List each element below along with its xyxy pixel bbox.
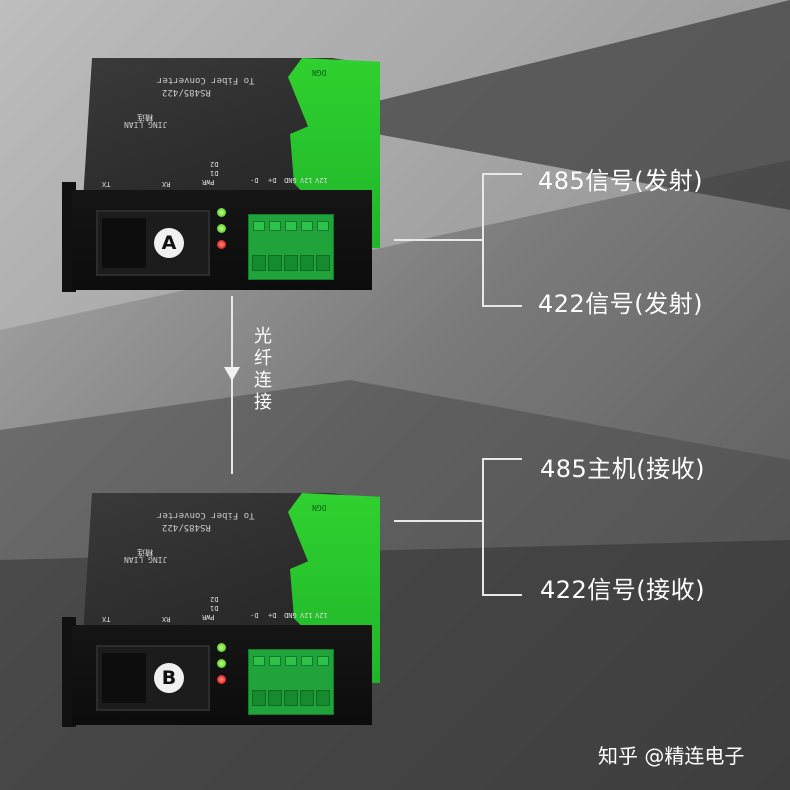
fiber-connection-label: 光 纤 连 接 bbox=[254, 326, 272, 413]
device-badge-b: B bbox=[154, 663, 184, 693]
terminal-label-4: 12V bbox=[300, 176, 313, 184]
d2-label: D2 bbox=[210, 595, 219, 603]
terminal-label-3: GND bbox=[284, 611, 297, 619]
brand-name-cn: 精连 bbox=[137, 548, 153, 557]
device-badge-a: A bbox=[154, 228, 184, 258]
callout-485-host-receive: 485主机(接收) bbox=[540, 455, 706, 483]
device-title: To Fiber Converter bbox=[157, 75, 255, 85]
bracket-bottom-stem bbox=[394, 520, 484, 522]
callout-422-transmit: 422信号(发射) bbox=[538, 290, 704, 318]
terminal-block bbox=[248, 214, 334, 280]
bracket-top-stem bbox=[394, 239, 484, 241]
d1-label: D1 bbox=[210, 604, 219, 612]
tx-label: TX bbox=[102, 180, 111, 188]
terminal-label-4: 12V bbox=[300, 611, 313, 619]
led-d1-icon bbox=[217, 659, 226, 668]
terminal-label-2: D+ bbox=[268, 611, 277, 619]
device-model: RS485/422 bbox=[162, 522, 211, 532]
terminal-label-1: D- bbox=[250, 176, 259, 184]
brand-name-cn: 精连 bbox=[137, 113, 153, 122]
led-pwr-icon bbox=[217, 208, 226, 217]
terminal-label-3: GND bbox=[284, 176, 297, 184]
bracket-bottom-upper-arm bbox=[482, 458, 522, 460]
led-d1-icon bbox=[217, 224, 226, 233]
pwr-label: PWR bbox=[202, 178, 215, 186]
led-d2-icon bbox=[217, 675, 226, 684]
rx-label: RX bbox=[162, 180, 171, 188]
d2-label: D2 bbox=[210, 160, 219, 168]
terminal-label-5: 12V bbox=[315, 611, 328, 619]
device-dgn-label: DGN bbox=[312, 68, 327, 77]
fiber-port-socket bbox=[102, 218, 146, 268]
led-pwr-icon bbox=[217, 643, 226, 652]
tx-label: TX bbox=[102, 615, 111, 623]
fiber-port bbox=[96, 645, 210, 711]
pwr-label: PWR bbox=[202, 613, 215, 621]
bracket-bottom-lower-arm bbox=[482, 594, 522, 596]
device-title: To Fiber Converter bbox=[157, 510, 255, 520]
bracket-top-lower-arm bbox=[482, 305, 522, 307]
terminal-block bbox=[248, 649, 334, 715]
arrow-down-icon bbox=[224, 367, 240, 381]
bracket-bottom-spine bbox=[482, 458, 484, 596]
led-d2-icon bbox=[217, 240, 226, 249]
watermark: 知乎 @精连电子 bbox=[598, 744, 745, 768]
rx-label: RX bbox=[162, 615, 171, 623]
terminal-label-2: D+ bbox=[268, 176, 277, 184]
callout-422-receive: 422信号(接收) bbox=[540, 576, 706, 604]
fiber-port bbox=[96, 210, 210, 276]
d1-label: D1 bbox=[210, 169, 219, 177]
bracket-top-upper-arm bbox=[482, 173, 522, 175]
callout-485-transmit: 485信号(发射) bbox=[538, 167, 704, 195]
device-dgn-label: DGN bbox=[312, 503, 327, 512]
terminal-label-5: 12V bbox=[315, 176, 328, 184]
terminal-label-1: D- bbox=[250, 611, 259, 619]
device-model: RS485/422 bbox=[162, 87, 211, 97]
fiber-connection-line bbox=[231, 296, 233, 474]
bracket-top-spine bbox=[482, 173, 484, 307]
fiber-port-socket bbox=[102, 653, 146, 703]
